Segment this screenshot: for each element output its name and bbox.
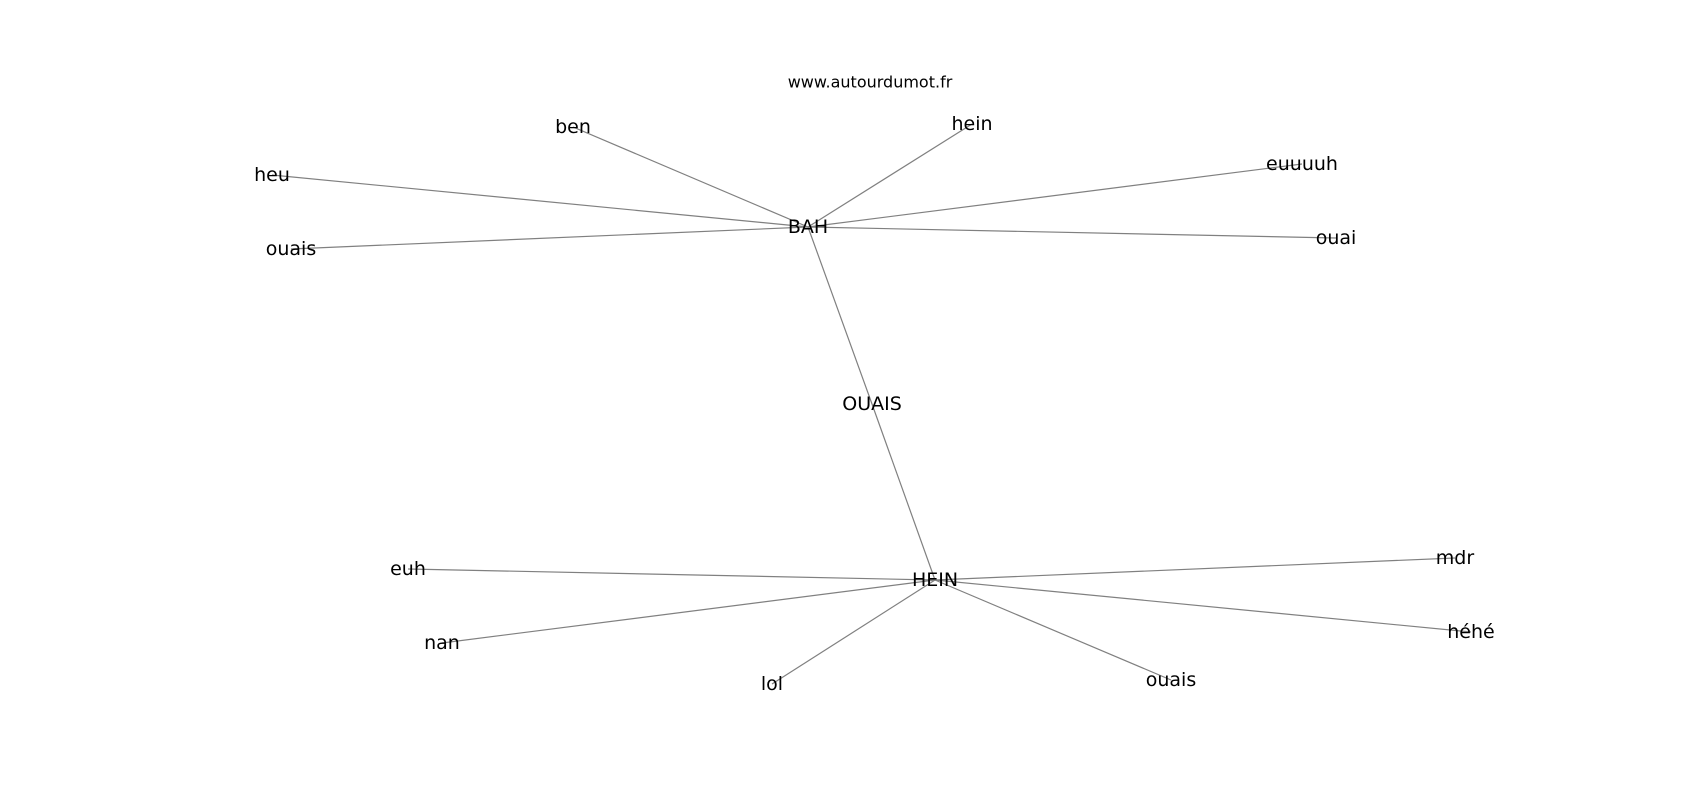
- node-ouais_center: OUAIS: [842, 393, 902, 415]
- edge-hein_hub-lol: [771, 579, 936, 685]
- node-heu: heu: [254, 164, 290, 186]
- node-lol: lol: [761, 673, 783, 695]
- node-mdr: mdr: [1436, 547, 1475, 569]
- node-hein_leaf: hein: [951, 113, 992, 135]
- node-euh: euh: [390, 558, 426, 580]
- edge-bah-ouai: [807, 226, 1337, 239]
- node-ouais_top: ouais: [266, 238, 317, 260]
- node-ouai: ouai: [1316, 227, 1357, 249]
- node-hein_hub: HEIN: [912, 569, 958, 591]
- edge-bah-ouais_top: [290, 226, 809, 250]
- edge-hein_hub-euh: [407, 568, 936, 581]
- edge-hein_hub-mdr: [934, 557, 1456, 581]
- node-hehe: héhé: [1447, 621, 1494, 643]
- edge-bah-hein_leaf: [807, 123, 973, 228]
- edge-ouais_center-hein_hub: [871, 403, 936, 581]
- node-ouais_bottom: ouais: [1146, 669, 1197, 691]
- edge-bah-ouais_center: [807, 226, 873, 405]
- edges-layer: [271, 123, 1472, 685]
- edge-bah-euuuuh: [807, 163, 1303, 228]
- node-bah: BAH: [788, 216, 828, 238]
- edge-hein_hub-hehe: [934, 579, 1472, 633]
- node-ben: ben: [555, 116, 591, 138]
- site-url: www.autourdumot.fr: [788, 73, 953, 92]
- edge-hein_hub-nan: [441, 579, 936, 644]
- node-euuuuh: euuuuh: [1266, 153, 1338, 175]
- edge-hein_hub-ouais_bottom: [934, 579, 1172, 681]
- edge-bah-heu: [271, 174, 809, 228]
- nodes-layer: BAH OUAIS HEIN ben hein heu euuuuh ouais ouai euh…: [254, 113, 1495, 695]
- edge-bah-ben: [572, 126, 809, 228]
- node-nan: nan: [424, 632, 460, 654]
